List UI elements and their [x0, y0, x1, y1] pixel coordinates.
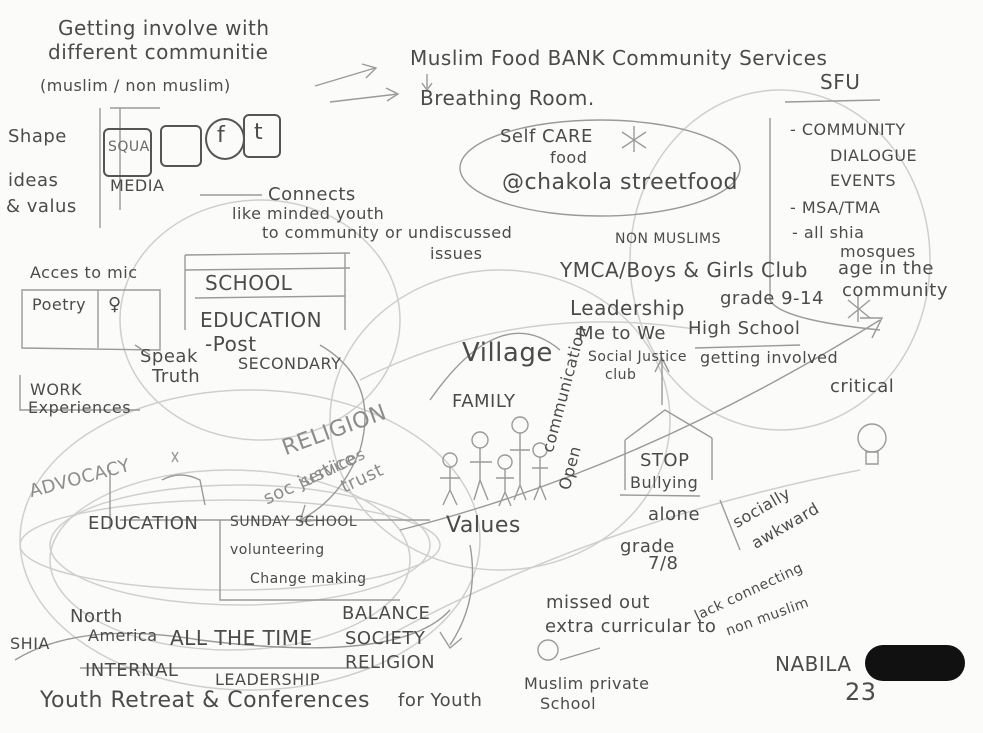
values-main: Values — [446, 513, 521, 538]
experiences-label: Experiences — [28, 398, 132, 417]
work-label: WORK — [30, 380, 83, 399]
poetry-label: Poetry — [32, 295, 87, 314]
getting-involved-line1: Getting involve with — [58, 16, 270, 40]
stop-label: STOP — [640, 450, 690, 471]
me-to-we: Me to We — [578, 323, 666, 344]
social-justice-2: club — [605, 367, 637, 383]
family-label: FAMILY — [452, 391, 516, 412]
food-bank: Muslim Food BANK Community Services — [410, 46, 828, 70]
social-justice-1: Social Justice — [588, 349, 687, 365]
youth-retreat: Youth Retreat & Conferences — [40, 688, 370, 713]
getting-involved-line3: (muslim / non muslim) — [40, 76, 231, 95]
society-label: SOCIETY — [345, 628, 426, 649]
microphone-icon: ♀ — [108, 294, 122, 315]
north-label: North — [70, 606, 123, 627]
age-community-1: age in the — [838, 258, 934, 279]
grade-9-14: grade 9-14 — [720, 288, 824, 309]
change-making: Change making — [250, 571, 367, 587]
high-school: High School — [688, 318, 801, 339]
chakola-streetfood: @chakola streetfood — [502, 170, 738, 195]
speak-label: Speak — [140, 346, 198, 367]
education-post-label: EDUCATION — [200, 308, 323, 332]
number-23: 23 — [845, 678, 877, 706]
bullying-label: Bullying — [630, 473, 699, 492]
leadership-2: LEADERSHIP — [215, 670, 321, 689]
sunday-school: SUNDAY SCHOOL — [230, 514, 358, 530]
msa-tma: - MSA/TMA — [790, 198, 881, 217]
connects-1: Connects — [268, 184, 356, 205]
connects-4: issues — [430, 244, 483, 263]
volunteering: volunteering — [230, 542, 325, 558]
tumblr-glyph: t — [254, 120, 264, 145]
for-youth: for Youth — [398, 690, 483, 711]
secondary-label: SECONDARY — [238, 354, 342, 373]
education-main: EDUCATION — [88, 513, 199, 534]
alone-label: alone — [648, 504, 701, 525]
school-label: SCHOOL — [205, 271, 293, 295]
self-care-food: food — [550, 148, 588, 167]
self-care: Self CARE — [500, 126, 593, 147]
leadership-label: Leadership — [570, 296, 685, 320]
america-label: America — [88, 626, 158, 645]
social-media-label: MEDIA — [110, 176, 165, 195]
connects-2: like minded youth — [232, 204, 385, 223]
instagram-icon — [160, 125, 202, 167]
getting-involved: getting involved — [700, 348, 839, 367]
redaction-mark — [865, 645, 965, 681]
internal-label: INTERNAL — [85, 660, 179, 681]
muslim-private-2: School — [540, 694, 597, 713]
grade-78-1: grade — [620, 536, 675, 557]
truth-label: Truth — [152, 366, 201, 387]
values-label: & valus — [6, 196, 77, 217]
village-label: Village — [462, 338, 553, 368]
critical-label: critical — [830, 376, 895, 397]
missed-out: missed out — [546, 592, 650, 613]
community-dialogue-3: EVENTS — [830, 171, 897, 190]
name-label: NABILA — [775, 652, 852, 676]
facebook-glyph: f — [217, 123, 226, 148]
breathing-room: Breathing Room. — [420, 86, 595, 110]
balance-label: BALANCE — [342, 603, 431, 624]
non-muslims: NON MUSLIMS — [615, 231, 722, 247]
shape-label: Shape — [8, 126, 67, 147]
access-to-mic: Acces to mic — [30, 263, 138, 282]
muslim-private-1: Muslim private — [524, 674, 650, 693]
getting-involved-line2: different communitie — [48, 40, 269, 64]
shia-mosques-1: - all shia — [792, 223, 865, 242]
connects-3: to community or undiscussed — [262, 223, 513, 242]
community-dialogue-2: DIALOGUE — [830, 146, 918, 165]
all-the-time: ALL THE TIME — [170, 626, 313, 650]
ideas-label: ideas — [8, 170, 59, 191]
shia-mosques-2: mosques — [840, 242, 916, 261]
ymca: YMCA/Boys & Girls Club — [560, 258, 808, 282]
religion-balance-label: RELIGION — [345, 652, 436, 673]
post-label: -Post — [205, 332, 257, 356]
tumblr-icon — [243, 114, 281, 158]
squarespace-icon — [103, 128, 152, 177]
sfu-title: SFU — [820, 70, 861, 94]
social-square-label: SQUA — [108, 139, 150, 155]
extra-curricular: extra curricular to — [545, 616, 717, 637]
grade-78-2: 7/8 — [648, 553, 679, 574]
community-dialogue-1: - COMMUNITY — [790, 120, 906, 139]
age-community-2: community — [842, 280, 949, 301]
shia-label: SHIA — [10, 634, 50, 653]
